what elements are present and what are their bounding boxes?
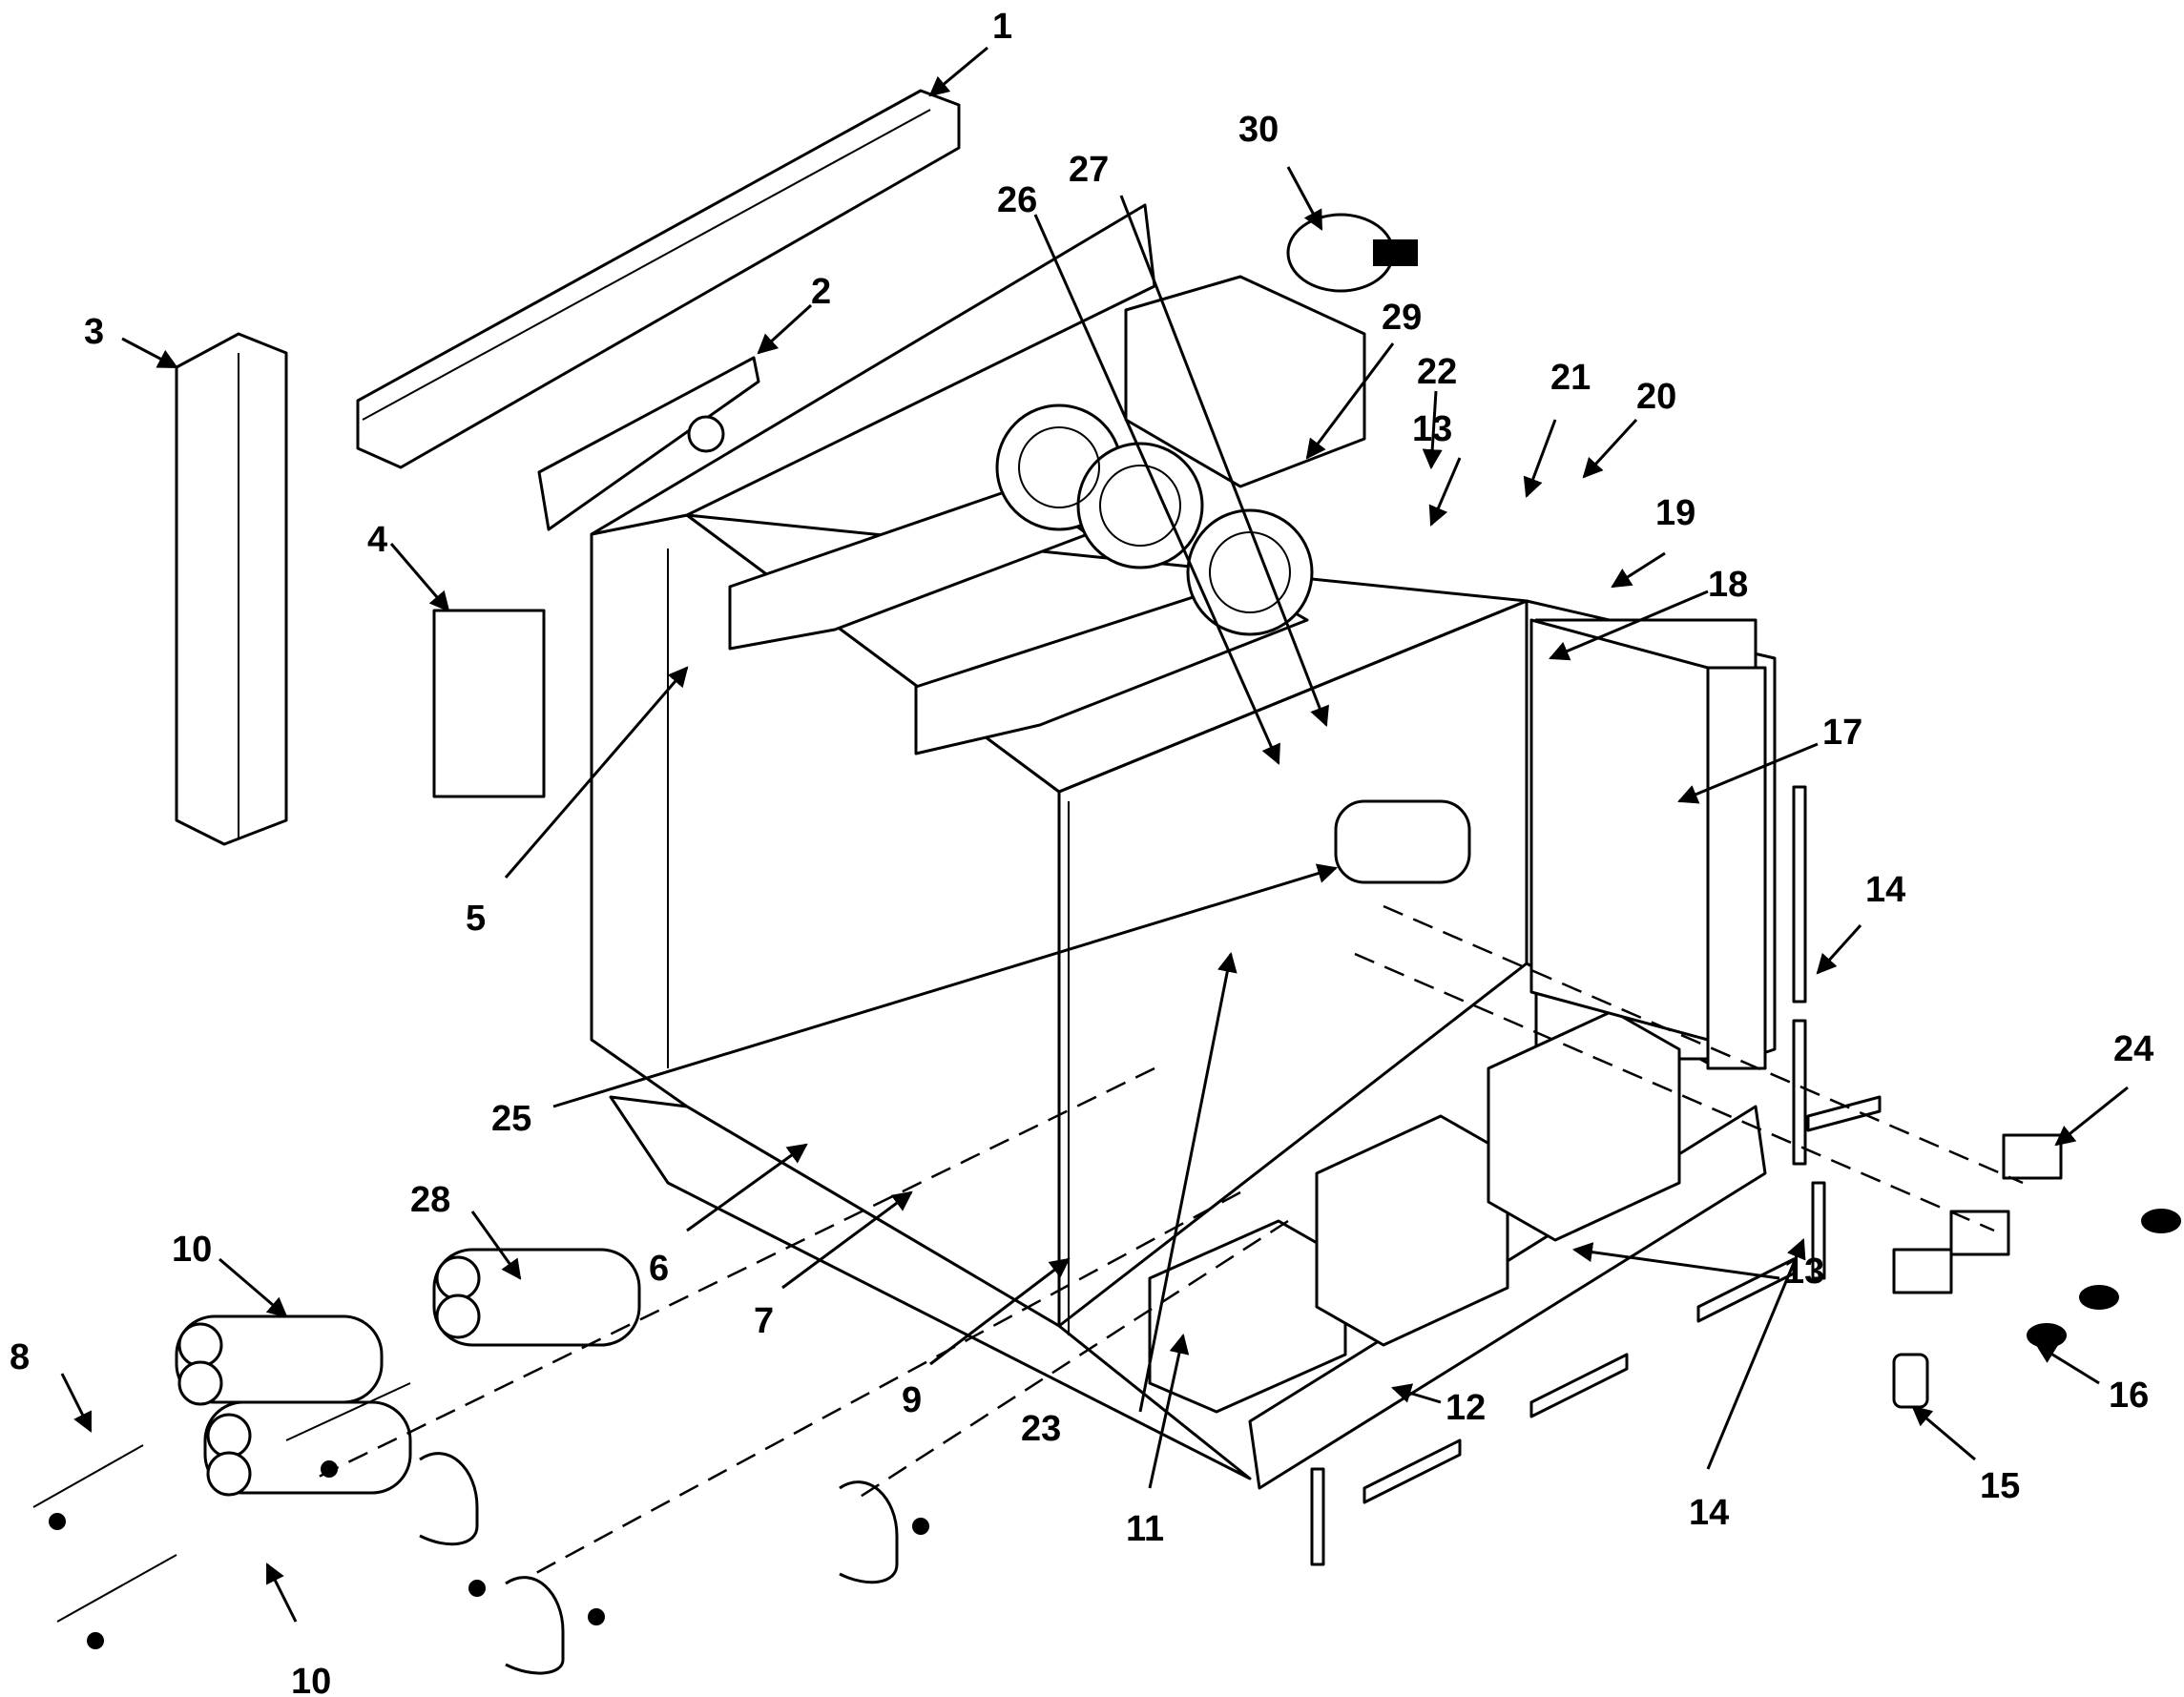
callout-3: 3 [84, 312, 104, 352]
callout-20: 20 [1636, 377, 1676, 417]
callout-13b: 13 [1784, 1252, 1824, 1292]
transformers [1148, 1009, 1681, 1414]
callout-10a: 10 [172, 1230, 212, 1270]
callout-10b: 10 [291, 1662, 331, 1697]
gears [995, 404, 1314, 636]
callout-18: 18 [1708, 565, 1748, 605]
switch-assembly [432, 609, 546, 798]
callout-5: 5 [466, 899, 486, 939]
callout-26: 26 [997, 180, 1037, 220]
callout-25: 25 [491, 1099, 531, 1139]
callout-9: 9 [902, 1380, 922, 1420]
callout-12: 12 [1446, 1388, 1486, 1428]
callout-21: 21 [1550, 358, 1591, 398]
callout-6: 6 [649, 1249, 669, 1289]
top-trim-part [356, 89, 961, 469]
callout-17: 17 [1822, 713, 1862, 753]
callout-29: 29 [1382, 298, 1422, 338]
callout-24: 24 [2113, 1029, 2153, 1069]
top-motors [728, 275, 1366, 755]
callout-19: 19 [1655, 493, 1695, 533]
callout-8: 8 [10, 1337, 30, 1377]
high-voltage-capacitors [175, 1248, 641, 1497]
callout-leaders [60, 46, 2129, 1623]
internal-capacitor [1334, 799, 1471, 884]
assembly-lines [314, 904, 2024, 1576]
callout-16: 16 [2109, 1376, 2149, 1416]
callout-1: 1 [992, 7, 1012, 47]
callout-30: 30 [1238, 110, 1279, 150]
screws [49, 1460, 929, 1649]
callout-27: 27 [1069, 150, 1109, 190]
callout-2: 2 [811, 272, 831, 312]
lamp-sockets [1892, 1133, 2181, 1409]
callout-13a: 13 [1412, 409, 1452, 449]
callout-11: 11 [1126, 1509, 1164, 1549]
callout-labels: 1 2 3 4 5 6 7 8 9 10 10 11 12 13 13 14 1… [10, 7, 2153, 1697]
callout-28: 28 [410, 1180, 450, 1220]
resistors [32, 1382, 411, 1623]
callout-14b: 14 [1689, 1493, 1729, 1533]
callout-14a: 14 [1865, 870, 1905, 910]
switch-bracket [537, 356, 760, 531]
callout-7: 7 [754, 1301, 774, 1341]
control-board [1529, 618, 1710, 1042]
callout-4: 4 [367, 520, 387, 560]
capacitor-clips [419, 1452, 899, 1675]
callout-22: 22 [1417, 352, 1457, 392]
callout-15: 15 [1980, 1466, 2020, 1506]
callout-23: 23 [1021, 1409, 1061, 1449]
side-panel [175, 332, 288, 846]
